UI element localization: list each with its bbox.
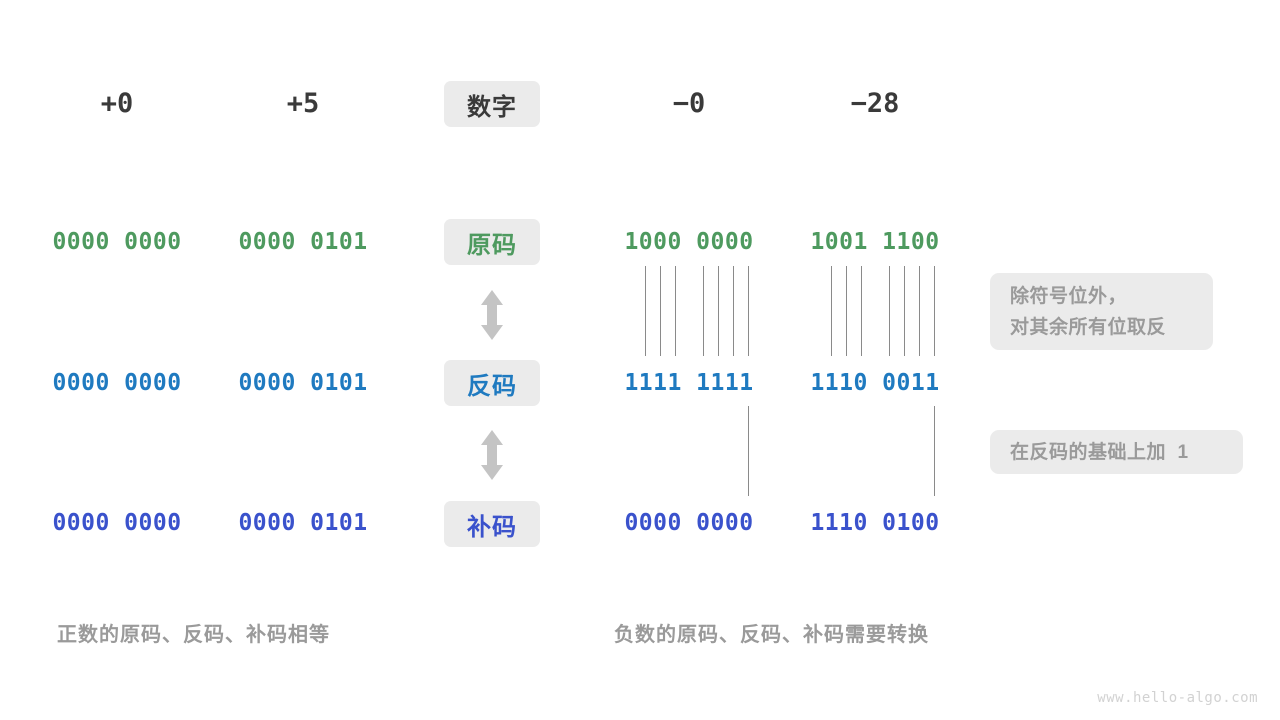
connector-line [703,266,704,356]
connector-line [861,266,862,356]
note-invert-line1: 除符号位外， [1010,285,1128,307]
connector-line [733,266,734,356]
note-add-one: 在反码的基础上加 1 [990,430,1243,474]
caption-negative: 负数的原码、反码、补码需要转换 [614,624,929,646]
bits-twos-complement-minus-twentyeight: 1110 0100 [810,510,940,536]
watermark: www.hello-algo.com [1097,690,1258,706]
connector-line [904,266,905,356]
column-header-plus-zero: +0 [100,88,134,119]
double-arrow-icon-add-one [477,429,507,486]
note-add-one-line1: 在反码的基础上加 1 [1010,441,1189,463]
bits-twos-complement-plus-zero: 0000 0000 [52,510,182,536]
note-invert-bits: 除符号位外， 对其余所有位取反 [990,273,1213,350]
connector-line [645,266,646,356]
bits-sign-magnitude-minus-twentyeight: 1001 1100 [810,229,940,255]
connector-line [889,266,890,356]
center-label-sign-magnitude: 原码 [444,219,540,265]
connector-line [748,266,749,356]
connector-line [748,406,749,496]
connector-line [934,266,935,356]
column-header-plus-five: +5 [286,88,320,119]
bits-ones-complement-plus-five: 0000 0101 [238,370,368,396]
connector-line [675,266,676,356]
center-label-number: 数字 [444,81,540,127]
caption-positive: 正数的原码、反码、补码相等 [57,624,330,646]
bits-ones-complement-plus-zero: 0000 0000 [52,370,182,396]
bits-ones-complement-minus-twentyeight: 1110 0011 [810,370,940,396]
column-header-minus-zero: −0 [672,88,706,119]
connector-line [660,266,661,356]
connector-line [718,266,719,356]
bits-sign-magnitude-minus-zero: 1000 0000 [624,229,754,255]
center-label-ones-complement: 反码 [444,360,540,406]
bits-sign-magnitude-plus-five: 0000 0101 [238,229,368,255]
double-arrow-icon-invert [477,289,507,346]
bits-twos-complement-plus-five: 0000 0101 [238,510,368,536]
note-invert-line2: 对其余所有位取反 [1010,316,1167,338]
bits-sign-magnitude-plus-zero: 0000 0000 [52,229,182,255]
bits-ones-complement-minus-zero: 1111 1111 [624,370,754,396]
connector-line [919,266,920,356]
bits-twos-complement-minus-zero: 0000 0000 [624,510,754,536]
column-header-minus-twentyeight: −28 [850,88,900,119]
connector-line [831,266,832,356]
center-label-twos-complement: 补码 [444,501,540,547]
connector-line [846,266,847,356]
connector-line [934,406,935,496]
